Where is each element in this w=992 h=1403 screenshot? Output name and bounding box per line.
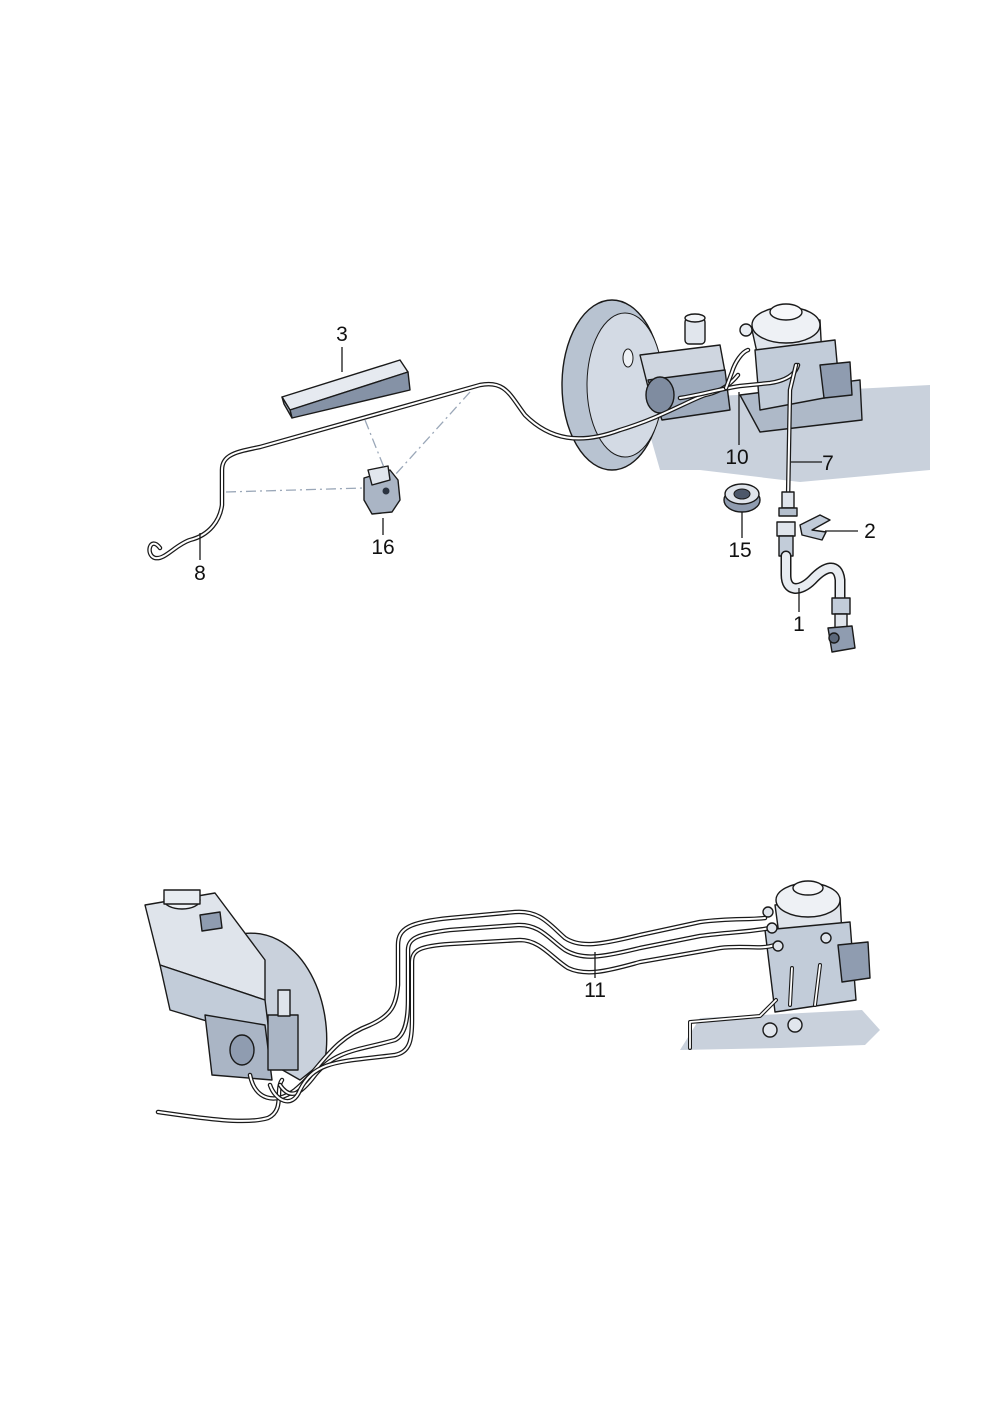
callout-8: 8 (194, 562, 206, 585)
callout-11: 11 (584, 979, 606, 1002)
abs-hydraulic-unit (739, 303, 853, 411)
abs-hydraulic-unit-lower (680, 880, 880, 1050)
brake-hose-1 (776, 521, 856, 653)
brake-line-8 (147, 372, 741, 561)
callout-15: 15 (728, 539, 751, 562)
pipe-clip-16 (363, 465, 401, 515)
protective-sleeve-3 (281, 359, 411, 419)
master-cylinder-lower (144, 889, 299, 1081)
assembly-lines (225, 391, 471, 493)
master-cylinder (639, 313, 731, 421)
callout-3: 3 (336, 323, 348, 346)
retaining-clip-2 (799, 514, 831, 541)
grommet-15 (723, 483, 761, 513)
upper-assembly (147, 299, 930, 653)
leader-lines-upper (199, 347, 858, 612)
brake-line-7 (778, 362, 799, 517)
callout-2: 2 (864, 520, 876, 543)
callout-labels: 3 16 8 10 7 2 15 1 11 (194, 323, 876, 1002)
lower-assembly (144, 880, 880, 1124)
brake-lines-11 (155, 906, 832, 1124)
callout-16: 16 (371, 536, 394, 559)
callout-7: 7 (822, 452, 834, 475)
callout-10: 10 (725, 446, 748, 469)
callout-1: 1 (793, 613, 805, 636)
